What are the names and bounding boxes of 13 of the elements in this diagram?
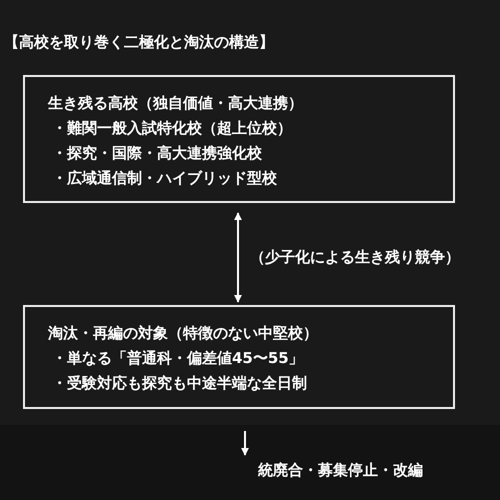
category-box: [23, 75, 455, 203]
arrow: [241, 431, 249, 456]
box-heading: 生き残る高校（独自価値・高大連携）: [48, 93, 304, 114]
bullet-item: ・難関一般入試特化校（超上位校）: [51, 118, 293, 139]
diagram-title: 【高校を取り巻く二極化と淘汰の構造】: [4, 33, 274, 52]
arrow: [234, 212, 242, 303]
bullet-item: ・広域通信制・ハイブリッド型校: [51, 168, 278, 189]
category-box: [23, 305, 455, 409]
box-heading: 淘汰・再編の対象（特徴のない中堅校）: [48, 323, 319, 344]
bullet-item: ・単なる「普通科・偏差値45〜55」: [51, 348, 305, 369]
bullet-item: ・探究・国際・高大連携強化校: [51, 143, 263, 164]
outcome-text: 統廃合・募集停止・改編: [258, 460, 424, 481]
bullet-item: ・受験対応も探究も中途半端な全日制: [51, 373, 308, 394]
